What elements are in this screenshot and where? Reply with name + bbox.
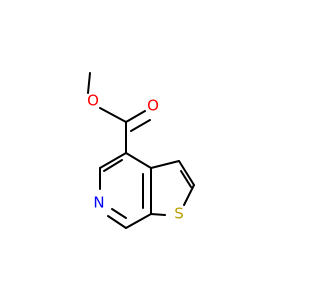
molecule-diagram: O O N S <box>87 72 195 229</box>
bond-c2-s <box>183 184 195 206</box>
bond-c3-c2 <box>178 160 195 186</box>
atom-ring-nitrogen: N <box>93 194 104 212</box>
bond-n-c2-double <box>111 208 127 219</box>
molecule-structure: O O N S <box>87 72 195 229</box>
bond-carbonyl-c-o-outer <box>125 110 146 123</box>
bond-n-c2 <box>107 215 127 229</box>
atom-ring-sulfur: S <box>174 205 184 223</box>
bond-carbonyl-c-o-inner <box>130 119 151 132</box>
bond-methyl-o <box>87 72 91 94</box>
bond-c3a-c4 <box>125 152 152 169</box>
atom-carbonyl-oxygen: O <box>147 97 159 115</box>
bond-c2-c7a <box>125 213 152 229</box>
bond-s-c7a <box>150 213 166 216</box>
bond-c4-c3 <box>99 152 127 169</box>
bond-c4-c3-double <box>103 159 123 172</box>
bond-c3a-c3 <box>150 160 180 169</box>
bond-o-carbonyl-c <box>99 107 127 123</box>
bond-c3-c2-double <box>180 170 192 188</box>
atom-methyl-oxygen: O <box>87 92 99 110</box>
